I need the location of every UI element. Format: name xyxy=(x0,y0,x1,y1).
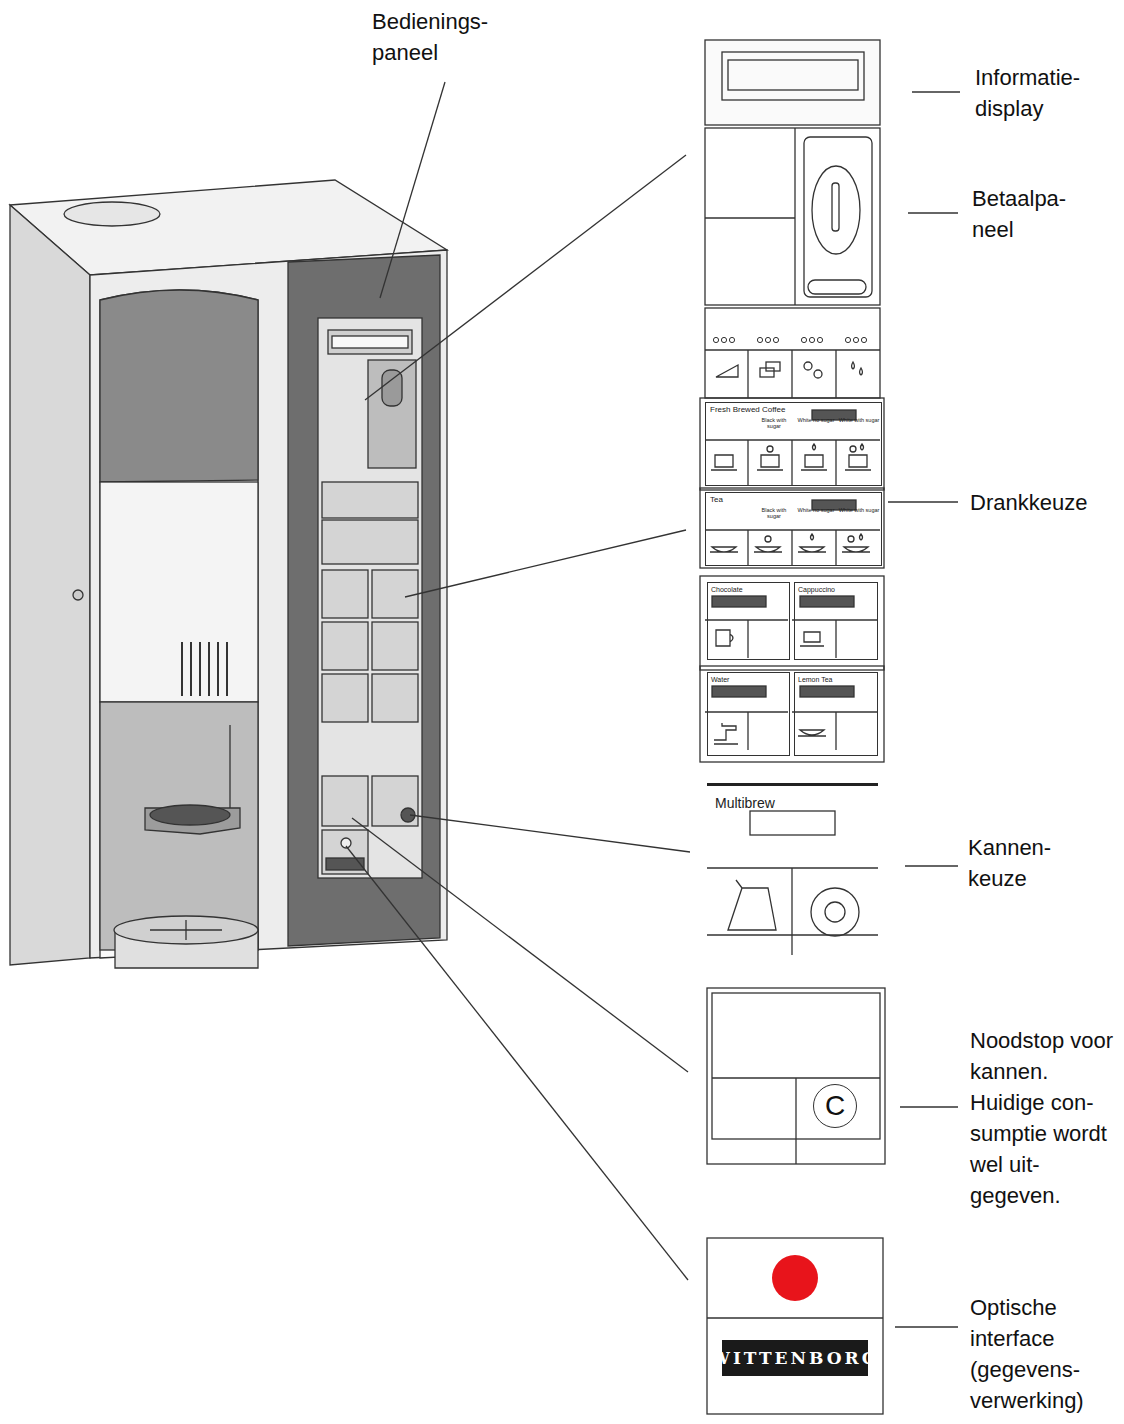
selection-panel: Fresh Brewed CoffeeBlack with sugarWhite… xyxy=(705,402,882,486)
selection-panel: Multibrew xyxy=(707,783,878,955)
brand-plate: WITTENBORG xyxy=(722,1340,868,1376)
selection-panel: Lemon Tea xyxy=(794,672,878,756)
option-text: Black with sugar xyxy=(754,417,794,429)
option-text: White no sugar xyxy=(796,507,836,513)
panel-title: Multibrew xyxy=(715,796,865,811)
panel-title: C xyxy=(814,1085,856,1127)
panel-title: Cappuccino xyxy=(798,586,874,594)
panel-title: Chocolate xyxy=(711,586,787,594)
callout-label: Drankkeuze xyxy=(970,487,1120,518)
callout-label: Bedienings- paneel xyxy=(372,6,512,68)
callout-label: Informatie- display xyxy=(975,62,1115,124)
callout-label: Betaalpa- neel xyxy=(972,183,1092,245)
selection-panel: TeaBlack with sugarWhite no sugarWhite w… xyxy=(705,492,882,566)
callout-label: Optische interface (gegevens- verwerking… xyxy=(970,1292,1120,1416)
option-text: White with sugar xyxy=(838,417,880,423)
panel-title: WITTENBORG xyxy=(722,1340,868,1376)
selection-panel: Chocolate xyxy=(707,582,790,660)
selection-panel: Water xyxy=(707,672,790,756)
panel-title: Water xyxy=(711,676,787,684)
option-text: White with sugar xyxy=(838,507,880,513)
panel-title: Tea xyxy=(710,496,770,505)
panel-title: Lemon Tea xyxy=(798,676,874,684)
stop-button: C xyxy=(813,1084,857,1128)
option-text: Black with sugar xyxy=(754,507,794,519)
selection-panel: Cappuccino xyxy=(794,582,878,660)
panel-title: Fresh Brewed Coffee xyxy=(710,406,810,415)
callout-label: Kannen- keuze xyxy=(968,832,1078,894)
option-text: White no sugar xyxy=(796,417,836,423)
callout-label: Noodstop voor kannen. Huidige con- sumpt… xyxy=(970,1025,1120,1211)
